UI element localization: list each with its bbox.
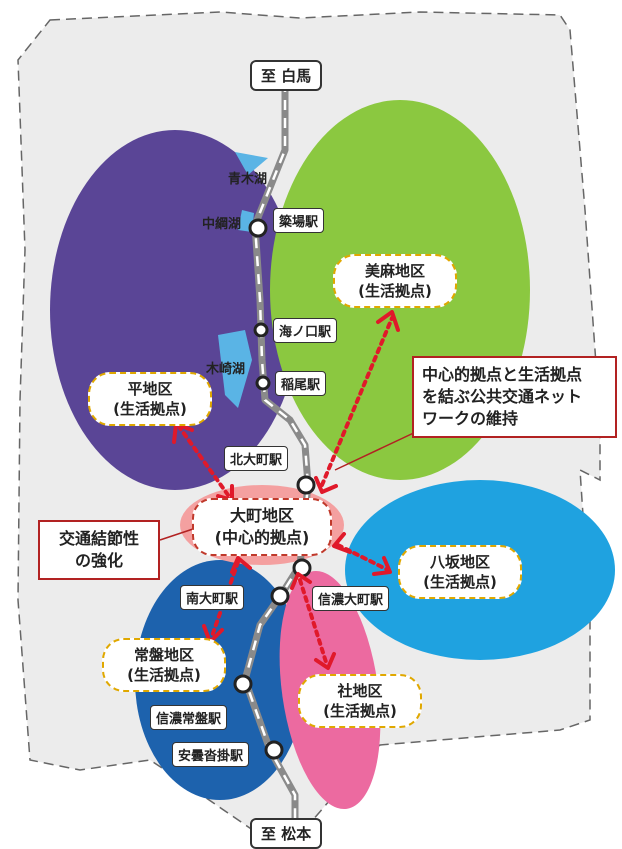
district-taira-name: 平地区 (127, 380, 173, 398)
district-omachi-role: (中心的拠点) (214, 528, 310, 547)
district-omi: 美麻地区 (生活拠点) (333, 254, 457, 308)
station-label-umi: 海ノ口駅 (273, 318, 338, 343)
arrowhead-yashiro-base (290, 572, 312, 590)
lake-label-kizaki: 木崎湖 (206, 362, 246, 377)
district-tokiwa-role: (生活拠点) (127, 666, 201, 684)
arrowhead-tokiwa-base (230, 556, 252, 574)
network-callout-line3: ワークの維持 (422, 409, 519, 428)
aoki-lake (235, 152, 268, 175)
node-callout-line1: 交通結節性 (58, 529, 139, 548)
network-callout: 中心的拠点と生活拠点 を結ぶ公共交通ネット ワークの維持 (412, 356, 617, 438)
station-label-yanaba: 簗場駅 (273, 208, 325, 233)
arrow-to-omi (320, 316, 394, 487)
arrowhead-omi-base (314, 476, 338, 494)
station-marker-yanaba (248, 218, 268, 238)
node-callout: 交通結節性 の強化 (38, 520, 160, 580)
network-callout-line2: を結ぶ公共交通ネット (422, 387, 583, 406)
district-yasaka: 八坂地区 (生活拠点) (398, 545, 522, 599)
network-callout-line1: 中心的拠点と生活拠点 (422, 365, 583, 384)
district-taira: 平地区 (生活拠点) (88, 372, 212, 426)
arrowhead-yashiro (314, 652, 336, 670)
district-yashiro-name: 社地区 (337, 682, 383, 700)
arrowhead-yasaka (372, 556, 392, 576)
district-yashiro: 社地区 (生活拠点) (298, 674, 422, 728)
station-marker-umi (253, 322, 269, 338)
station-label-tokiwa: 信濃常盤駅 (150, 705, 228, 730)
arrowhead-yasaka-base (332, 532, 352, 554)
district-omachi-center: 大町地区 (中心的拠点) (192, 498, 332, 556)
station-label-minamiomachi: 南大町駅 (180, 585, 245, 610)
station-marker-tokiwa (233, 674, 253, 694)
district-omi-role: (生活拠点) (358, 282, 432, 300)
station-marker-kitaomachi (296, 475, 316, 495)
network-callout-leader (334, 429, 421, 471)
node-callout-line2: の強化 (74, 551, 123, 570)
district-tokiwa-name: 常盤地区 (133, 646, 194, 664)
lake-label-aoki: 青木湖 (228, 172, 268, 187)
station-label-kitaomachi: 北大町駅 (224, 446, 289, 471)
lake-label-nakatsuna: 中綱湖 (202, 217, 242, 232)
station-label-inao: 稲尾駅 (275, 371, 327, 396)
district-taira-role: (生活拠点) (113, 400, 187, 418)
station-label-kutsukake: 安曇沓掛駅 (172, 742, 250, 767)
terminal-north-label: 至 白馬 (250, 60, 323, 91)
district-tokiwa: 常盤地区 (生活拠点) (102, 638, 226, 692)
rail-line-inner (243, 82, 310, 825)
terminal-south-label: 至 松本 (250, 818, 323, 849)
kizaki-lake (218, 330, 252, 408)
district-yasaka-role: (生活拠点) (423, 573, 497, 591)
arrowhead-omi (376, 310, 400, 332)
arrow-to-yashiro (298, 578, 328, 664)
district-omi-name: 美麻地区 (364, 262, 425, 280)
district-omachi-name: 大町地区 (229, 506, 294, 525)
station-marker-minamiomachi (270, 586, 290, 606)
station-marker-kutsukake (264, 740, 284, 760)
district-yashiro-role: (生活拠点) (323, 702, 397, 720)
arrow-to-taira (178, 426, 230, 497)
station-marker-inao (255, 375, 271, 391)
district-yasaka-name: 八坂地区 (429, 553, 490, 571)
station-label-shinanoomachi: 信濃大町駅 (312, 586, 390, 611)
